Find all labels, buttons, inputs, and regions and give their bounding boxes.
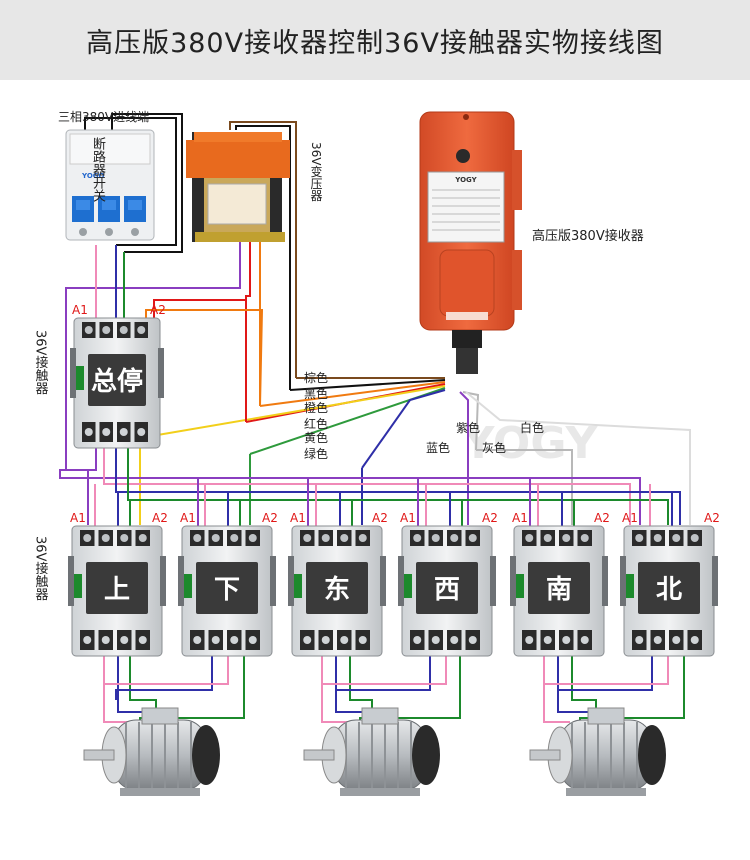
contactor-1-label: 上 bbox=[104, 575, 130, 605]
terminal-a1-label: A1 bbox=[512, 511, 528, 525]
motor-row bbox=[83, 707, 666, 796]
contactor-3-label: 东 bbox=[324, 574, 350, 605]
wire-label: 红色 bbox=[304, 416, 328, 431]
main-contactor: 总停 A1 A2 bbox=[70, 303, 166, 449]
wire-layer bbox=[59, 113, 691, 723]
terminal-a1-label: A1 bbox=[622, 511, 638, 525]
contactor-4-plate bbox=[416, 562, 478, 614]
terminal-a2-label: A2 bbox=[262, 511, 278, 525]
wire-label: 紫色 bbox=[456, 421, 480, 435]
wire-label: 白色 bbox=[520, 420, 544, 435]
contactor-4: 西 A1 A2 bbox=[398, 511, 498, 657]
contactor-5-label: 南 bbox=[546, 575, 572, 605]
terminal-a2-label: A2 bbox=[150, 303, 166, 317]
terminal-a2-label: A2 bbox=[372, 511, 388, 525]
contactor-1-plate bbox=[86, 562, 148, 614]
contactor-2: 下 A1 A2 bbox=[178, 511, 278, 657]
wire-label: 黄色 bbox=[304, 431, 328, 445]
contactor-3: 东 A1 A2 bbox=[288, 511, 388, 657]
terminal-a2-label: A2 bbox=[482, 511, 498, 525]
wire-label: 绿色 bbox=[304, 446, 328, 461]
terminal-a1-label: A1 bbox=[72, 303, 88, 317]
page-title: 高压版380V接收器控制36V接触器实物接线图 bbox=[86, 27, 664, 59]
supply-label: 三相380V进线端 bbox=[58, 110, 149, 124]
motor-3 bbox=[529, 707, 666, 796]
transformer bbox=[186, 132, 290, 242]
breaker-brand: YOGO bbox=[81, 172, 105, 180]
watermark: YOGY bbox=[462, 418, 599, 469]
terminal-a2-label: A2 bbox=[594, 511, 610, 525]
receiver-brand: YOGY bbox=[454, 176, 477, 184]
contactor-2-label: 下 bbox=[214, 575, 240, 605]
contactor-4-label: 西 bbox=[434, 575, 460, 605]
main-contactor-body-plate bbox=[88, 354, 146, 406]
contactor-6-label: 北 bbox=[656, 575, 682, 605]
contactor-6-plate bbox=[638, 562, 700, 614]
wire-label: 灰色 bbox=[482, 441, 506, 455]
terminal-a1-label: A1 bbox=[70, 511, 86, 525]
receiver: YOGY bbox=[419, 111, 522, 374]
contactor-5-plate bbox=[528, 562, 590, 614]
contactor-row: 上 A1 A2 下 A1 A2 东 A1 A2 西 A1 A2 南 A1 A2 北 A1 A2 bbox=[68, 511, 720, 657]
wire-label: 蓝色 bbox=[426, 441, 450, 455]
transformer-label: 36V变压器 bbox=[309, 142, 323, 202]
main-contactor-body-label: 总停 bbox=[91, 366, 143, 397]
motor-2 bbox=[303, 707, 440, 796]
contactor-6: 北 A1 A2 bbox=[620, 511, 720, 657]
contactor-2-plate bbox=[196, 562, 258, 614]
terminal-a2-label: A2 bbox=[152, 511, 168, 525]
receiver-label: 高压版380V接收器 bbox=[532, 228, 644, 244]
contactor-1: 上 A1 A2 bbox=[68, 511, 168, 657]
wiring-diagram: YOGY bbox=[0, 80, 750, 856]
wire-label: 棕色 bbox=[304, 370, 328, 385]
contactor-3-plate bbox=[306, 562, 368, 614]
contactor-group-label-1: 36V接触器 bbox=[33, 330, 49, 396]
terminal-a1-label: A1 bbox=[180, 511, 196, 525]
header-bar: 高压版380V接收器控制36V接触器实物接线图 bbox=[0, 0, 750, 80]
terminal-a1-label: A1 bbox=[400, 511, 416, 525]
wire-label: 黑色 bbox=[304, 387, 328, 401]
motor-1 bbox=[83, 707, 220, 796]
terminal-a2-label: A2 bbox=[704, 511, 720, 525]
contactor-group-label-2: 36V接触器 bbox=[33, 536, 49, 602]
main-contactor-body: 总停 A1 A2 bbox=[70, 303, 166, 449]
circuit-breaker: YOGO bbox=[65, 129, 155, 241]
contactor-5: 南 A1 A2 bbox=[510, 511, 610, 657]
terminal-a1-label: A1 bbox=[290, 511, 306, 525]
wire-label: 橙色 bbox=[304, 400, 328, 415]
